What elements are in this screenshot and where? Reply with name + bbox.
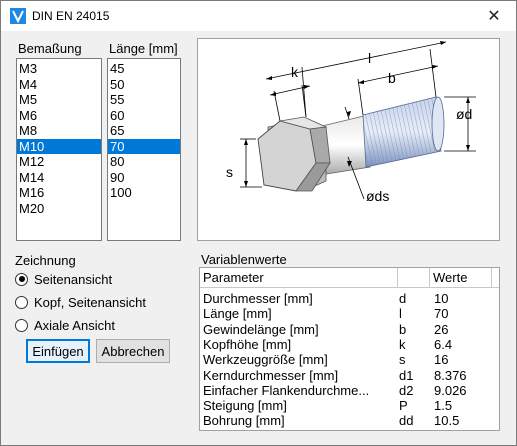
bolt-illustration: k l b ød s øds <box>226 41 476 204</box>
param-cell: Gewindelänge [mm] <box>203 321 319 337</box>
table-row[interactable]: Einfacher Flankendurchme... d2 9.026 <box>200 383 499 399</box>
header-variable[interactable] <box>398 268 430 288</box>
zeichnung-label: Zeichnung <box>15 253 76 268</box>
laenge-item[interactable]: 50 <box>110 76 125 92</box>
dim-label-b: b <box>388 70 396 86</box>
bemassung-item[interactable]: M4 <box>19 76 38 92</box>
table-row[interactable]: Durchmesser [mm] d 10 <box>200 291 499 307</box>
window-title: DIN EN 24015 <box>32 9 110 23</box>
value-cell: 16 <box>434 352 449 368</box>
laenge-item[interactable]: 45 <box>110 61 125 76</box>
table-row[interactable]: Kerndurchmesser [mm] d1 8.376 <box>200 368 499 384</box>
table-row[interactable]: Kopfhöhe [mm] k 6.4 <box>200 337 499 353</box>
table-row[interactable]: Steigung [mm] P 1.5 <box>200 398 499 414</box>
param-cell: Werkzeuggröße [mm] <box>203 352 328 368</box>
laenge-item[interactable]: 90 <box>110 169 125 185</box>
param-cell: Bohrung [mm] <box>203 413 285 429</box>
value-cell: 9.026 <box>434 382 467 398</box>
laenge-item[interactable]: 80 <box>110 154 125 169</box>
dim-label-ds: øds <box>366 188 389 204</box>
header-value[interactable]: Werte <box>430 268 492 288</box>
param-cell: Einfacher Flankendurchme... <box>203 382 370 398</box>
radio-button[interactable] <box>15 295 28 309</box>
variable-cell: d2 <box>399 382 414 398</box>
variable-cell: s <box>399 352 406 368</box>
radio-label: Axiale Ansicht <box>34 317 115 333</box>
cancel-button[interactable]: Abbrechen <box>96 339 170 363</box>
radio-option[interactable]: Axiale Ansicht <box>15 316 115 334</box>
bemassung-item[interactable]: M14 <box>19 169 45 185</box>
radio-option[interactable]: Seitenansicht <box>15 270 112 288</box>
dim-label-s: s <box>226 164 233 180</box>
laenge-item[interactable]: 55 <box>110 92 125 107</box>
value-cell: 8.376 <box>434 367 467 383</box>
bemassung-item[interactable]: M8 <box>19 123 38 138</box>
header-parameter[interactable]: Parameter <box>200 268 398 288</box>
value-cell: 1.5 <box>434 398 453 414</box>
value-cell: 70 <box>434 306 449 322</box>
radio-button[interactable] <box>15 272 28 286</box>
variablen-label: Variablenwerte <box>201 252 287 267</box>
bemassung-item[interactable]: M16 <box>19 185 45 200</box>
table-row[interactable]: Werkzeuggröße [mm] s 16 <box>200 352 499 368</box>
variable-cell: d1 <box>399 367 414 383</box>
dim-label-d: ød <box>456 106 472 122</box>
cancel-button-label: Abbrechen <box>101 343 165 359</box>
variable-cell: dd <box>399 413 414 429</box>
param-cell: Kerndurchmesser [mm] <box>203 367 339 383</box>
bemassung-item[interactable]: M20 <box>19 200 45 216</box>
value-cell: 10.5 <box>434 413 460 429</box>
param-cell: Kopfhöhe [mm] <box>203 336 292 352</box>
bemassung-item[interactable]: M5 <box>19 92 38 107</box>
radio-label: Kopf, Seitenansicht <box>34 294 147 310</box>
laenge-item[interactable]: 65 <box>110 123 125 138</box>
dim-label-k: k <box>291 64 299 80</box>
radio-option[interactable]: Kopf, Seitenansicht <box>15 293 146 311</box>
value-cell: 26 <box>434 321 449 337</box>
radio-label: Seitenansicht <box>34 271 113 287</box>
bemassung-item[interactable]: M3 <box>19 61 38 76</box>
variable-cell: d <box>399 291 407 306</box>
param-cell: Durchmesser [mm] <box>203 291 313 306</box>
variable-cell: l <box>399 306 402 322</box>
close-icon: ✕ <box>487 8 501 25</box>
bemassung-label: Bemaßung <box>18 41 82 56</box>
variable-cell: P <box>399 398 408 414</box>
variable-cell: b <box>399 321 407 337</box>
table-row[interactable]: Bohrung [mm] dd 10.5 <box>200 413 499 429</box>
variable-cell: k <box>399 336 406 352</box>
value-cell: 6.4 <box>434 336 453 352</box>
app-icon <box>10 8 26 24</box>
param-cell: Länge [mm] <box>203 306 272 322</box>
laenge-item[interactable]: 70 <box>108 138 180 154</box>
table-row[interactable]: Länge [mm] l 70 <box>200 306 499 322</box>
value-cell: 10 <box>434 291 449 306</box>
bemassung-item[interactable]: M12 <box>19 154 45 169</box>
bemassung-item[interactable]: M10 <box>17 138 101 154</box>
laenge-item[interactable]: 60 <box>110 107 125 123</box>
radio-button[interactable] <box>15 318 28 332</box>
laenge-item[interactable]: 100 <box>110 185 132 200</box>
table-row[interactable]: Gewindelänge [mm] b 26 <box>200 322 499 338</box>
close-button[interactable]: ✕ <box>472 1 516 31</box>
bemassung-item[interactable]: M6 <box>19 107 38 123</box>
insert-button[interactable]: Einfügen <box>26 339 90 363</box>
insert-button-label: Einfügen <box>32 343 84 359</box>
laenge-label: Länge [mm] <box>109 41 178 56</box>
bolt-drawing: k l b ød s øds <box>197 38 500 241</box>
param-cell: Steigung [mm] <box>203 398 287 414</box>
table-header: Parameter Werte <box>200 268 499 288</box>
title-bar: DIN EN 24015 ✕ <box>1 1 516 31</box>
dim-label-l: l <box>368 50 371 66</box>
